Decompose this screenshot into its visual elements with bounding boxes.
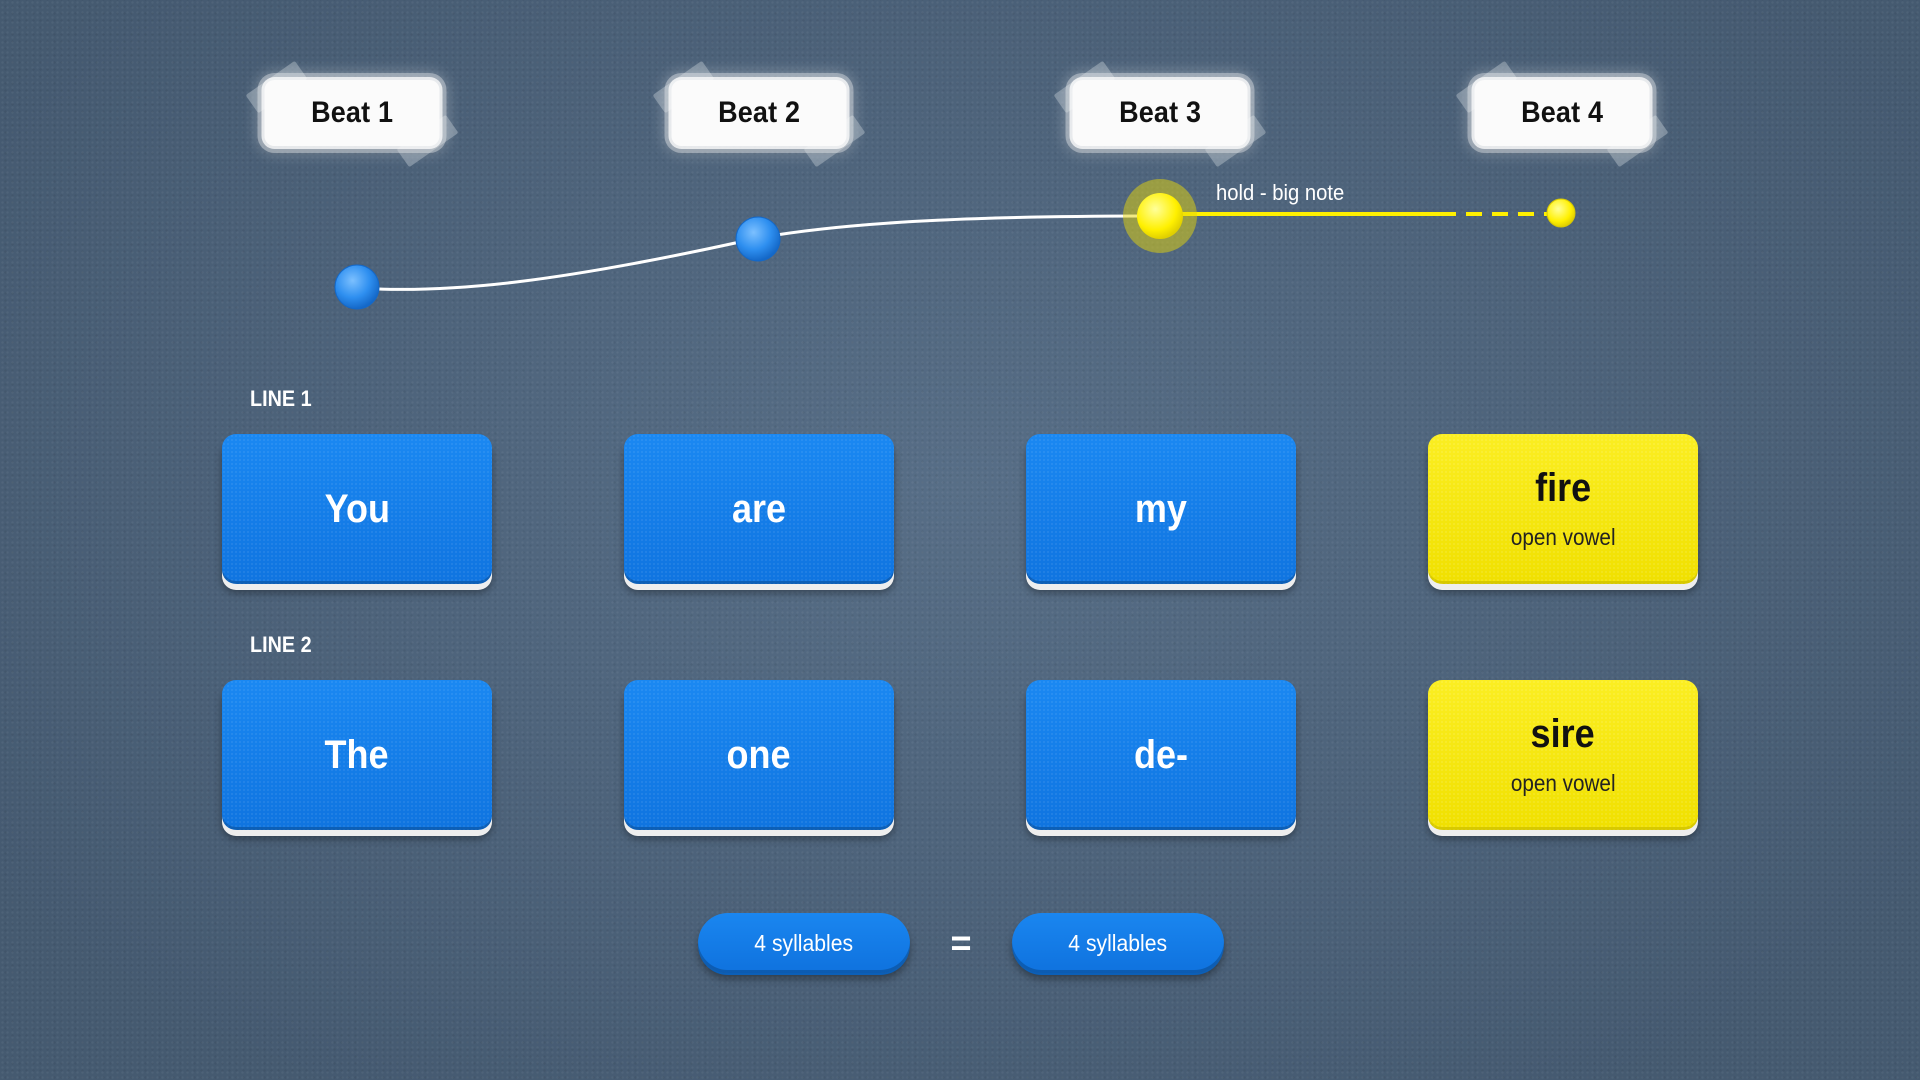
hold-end-node [1546, 198, 1576, 228]
syllable-card[interactable]: de- [1026, 680, 1296, 830]
line-2-label: LINE 2 [250, 632, 312, 657]
syllable-word: my [1134, 487, 1188, 531]
syllable-card[interactable]: are [624, 434, 894, 584]
syllable-count-pill-right[interactable]: 4 syllables [1012, 913, 1224, 973]
syllable-count-text: 4 syllables [754, 929, 854, 956]
beat-label-3: Beat 3 [1053, 60, 1267, 168]
equals-sign: = [950, 922, 972, 963]
syllable-card-highlighted[interactable]: fire open vowel [1428, 434, 1698, 584]
syllable-card[interactable]: You [222, 434, 492, 584]
beat-label-text: Beat 3 [1118, 96, 1202, 129]
beat-label-1: Beat 1 [245, 60, 459, 168]
hold-node [1137, 193, 1183, 239]
paper-tag: Beat 1 [264, 80, 440, 146]
syllable-word: fire [1534, 465, 1592, 510]
paper-tag: Beat 2 [671, 80, 847, 146]
beat-label-4: Beat 4 [1455, 60, 1669, 168]
paper-tag: Beat 3 [1072, 80, 1248, 146]
syllable-note: open vowel [1510, 769, 1616, 796]
beat-label-text: Beat 4 [1520, 96, 1604, 129]
line-1-label: LINE 1 [250, 386, 312, 411]
pitch-line [356, 214, 1161, 291]
syllable-note: open vowel [1510, 523, 1616, 550]
beat-label-2: Beat 2 [652, 60, 866, 168]
hold-node-glow [1123, 179, 1197, 253]
syllable-word: one [726, 733, 792, 777]
beat-label-text: Beat 2 [717, 96, 801, 129]
syllable-card[interactable]: my [1026, 434, 1296, 584]
syllable-word: You [324, 487, 390, 531]
pitch-node-2 [735, 216, 781, 262]
syllable-card-highlighted[interactable]: sire open vowel [1428, 680, 1698, 830]
syllable-card[interactable]: The [222, 680, 492, 830]
beat-label-text: Beat 1 [310, 96, 394, 129]
syllable-word: sire [1530, 711, 1596, 756]
syllable-card[interactable]: one [624, 680, 894, 830]
paper-tag: Beat 4 [1474, 80, 1650, 146]
hold-note-label: hold - big note [1216, 180, 1345, 205]
pitch-node-1 [334, 264, 380, 310]
syllable-count-pill-left[interactable]: 4 syllables [698, 913, 910, 973]
syllable-word: The [324, 733, 390, 777]
syllable-count-text: 4 syllables [1068, 929, 1168, 956]
syllable-word: de- [1134, 733, 1188, 777]
syllable-word: are [731, 487, 787, 531]
